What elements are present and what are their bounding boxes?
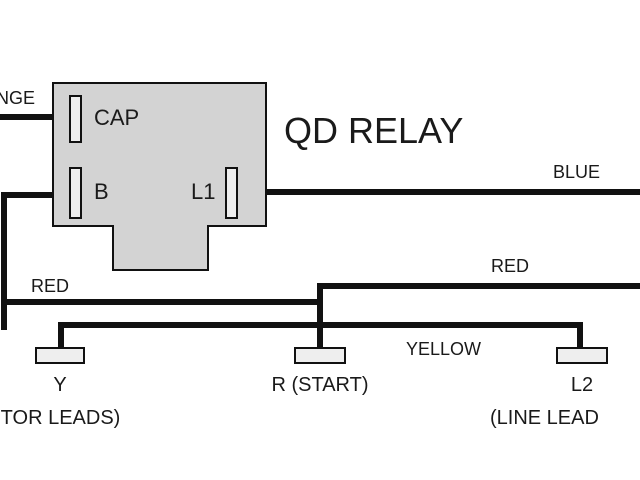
cap-terminal xyxy=(69,95,82,143)
l2-terminal xyxy=(556,347,608,364)
l2-terminal-label: L2 xyxy=(571,374,593,396)
y-terminal-label: Y xyxy=(53,374,66,396)
l1-terminal-label: L1 xyxy=(191,179,215,204)
yellow-wire xyxy=(58,322,583,352)
l1-terminal xyxy=(225,167,238,219)
b-terminal-label: B xyxy=(94,179,109,204)
red-wire-right-label: RED xyxy=(491,256,529,276)
line-leads-label: (LINE LEAD xyxy=(490,407,599,429)
r-terminal xyxy=(294,347,346,364)
yellow-wire-label: YELLOW xyxy=(406,339,481,359)
red-wire-right xyxy=(317,283,640,350)
b-wire xyxy=(1,192,53,330)
relay-title: QD RELAY xyxy=(284,110,463,151)
motor-leads-label: -TOR LEADS) xyxy=(0,407,120,429)
r-terminal-label: R (START) xyxy=(271,374,368,396)
blue-wire-label: BLUE xyxy=(553,162,600,182)
red-wire-left-label: RED xyxy=(31,276,69,296)
orange-wire-label: NGE xyxy=(0,88,35,108)
b-terminal xyxy=(69,167,82,219)
y-terminal xyxy=(35,347,85,364)
relay-body xyxy=(52,82,267,271)
cap-terminal-label: CAP xyxy=(94,105,139,130)
